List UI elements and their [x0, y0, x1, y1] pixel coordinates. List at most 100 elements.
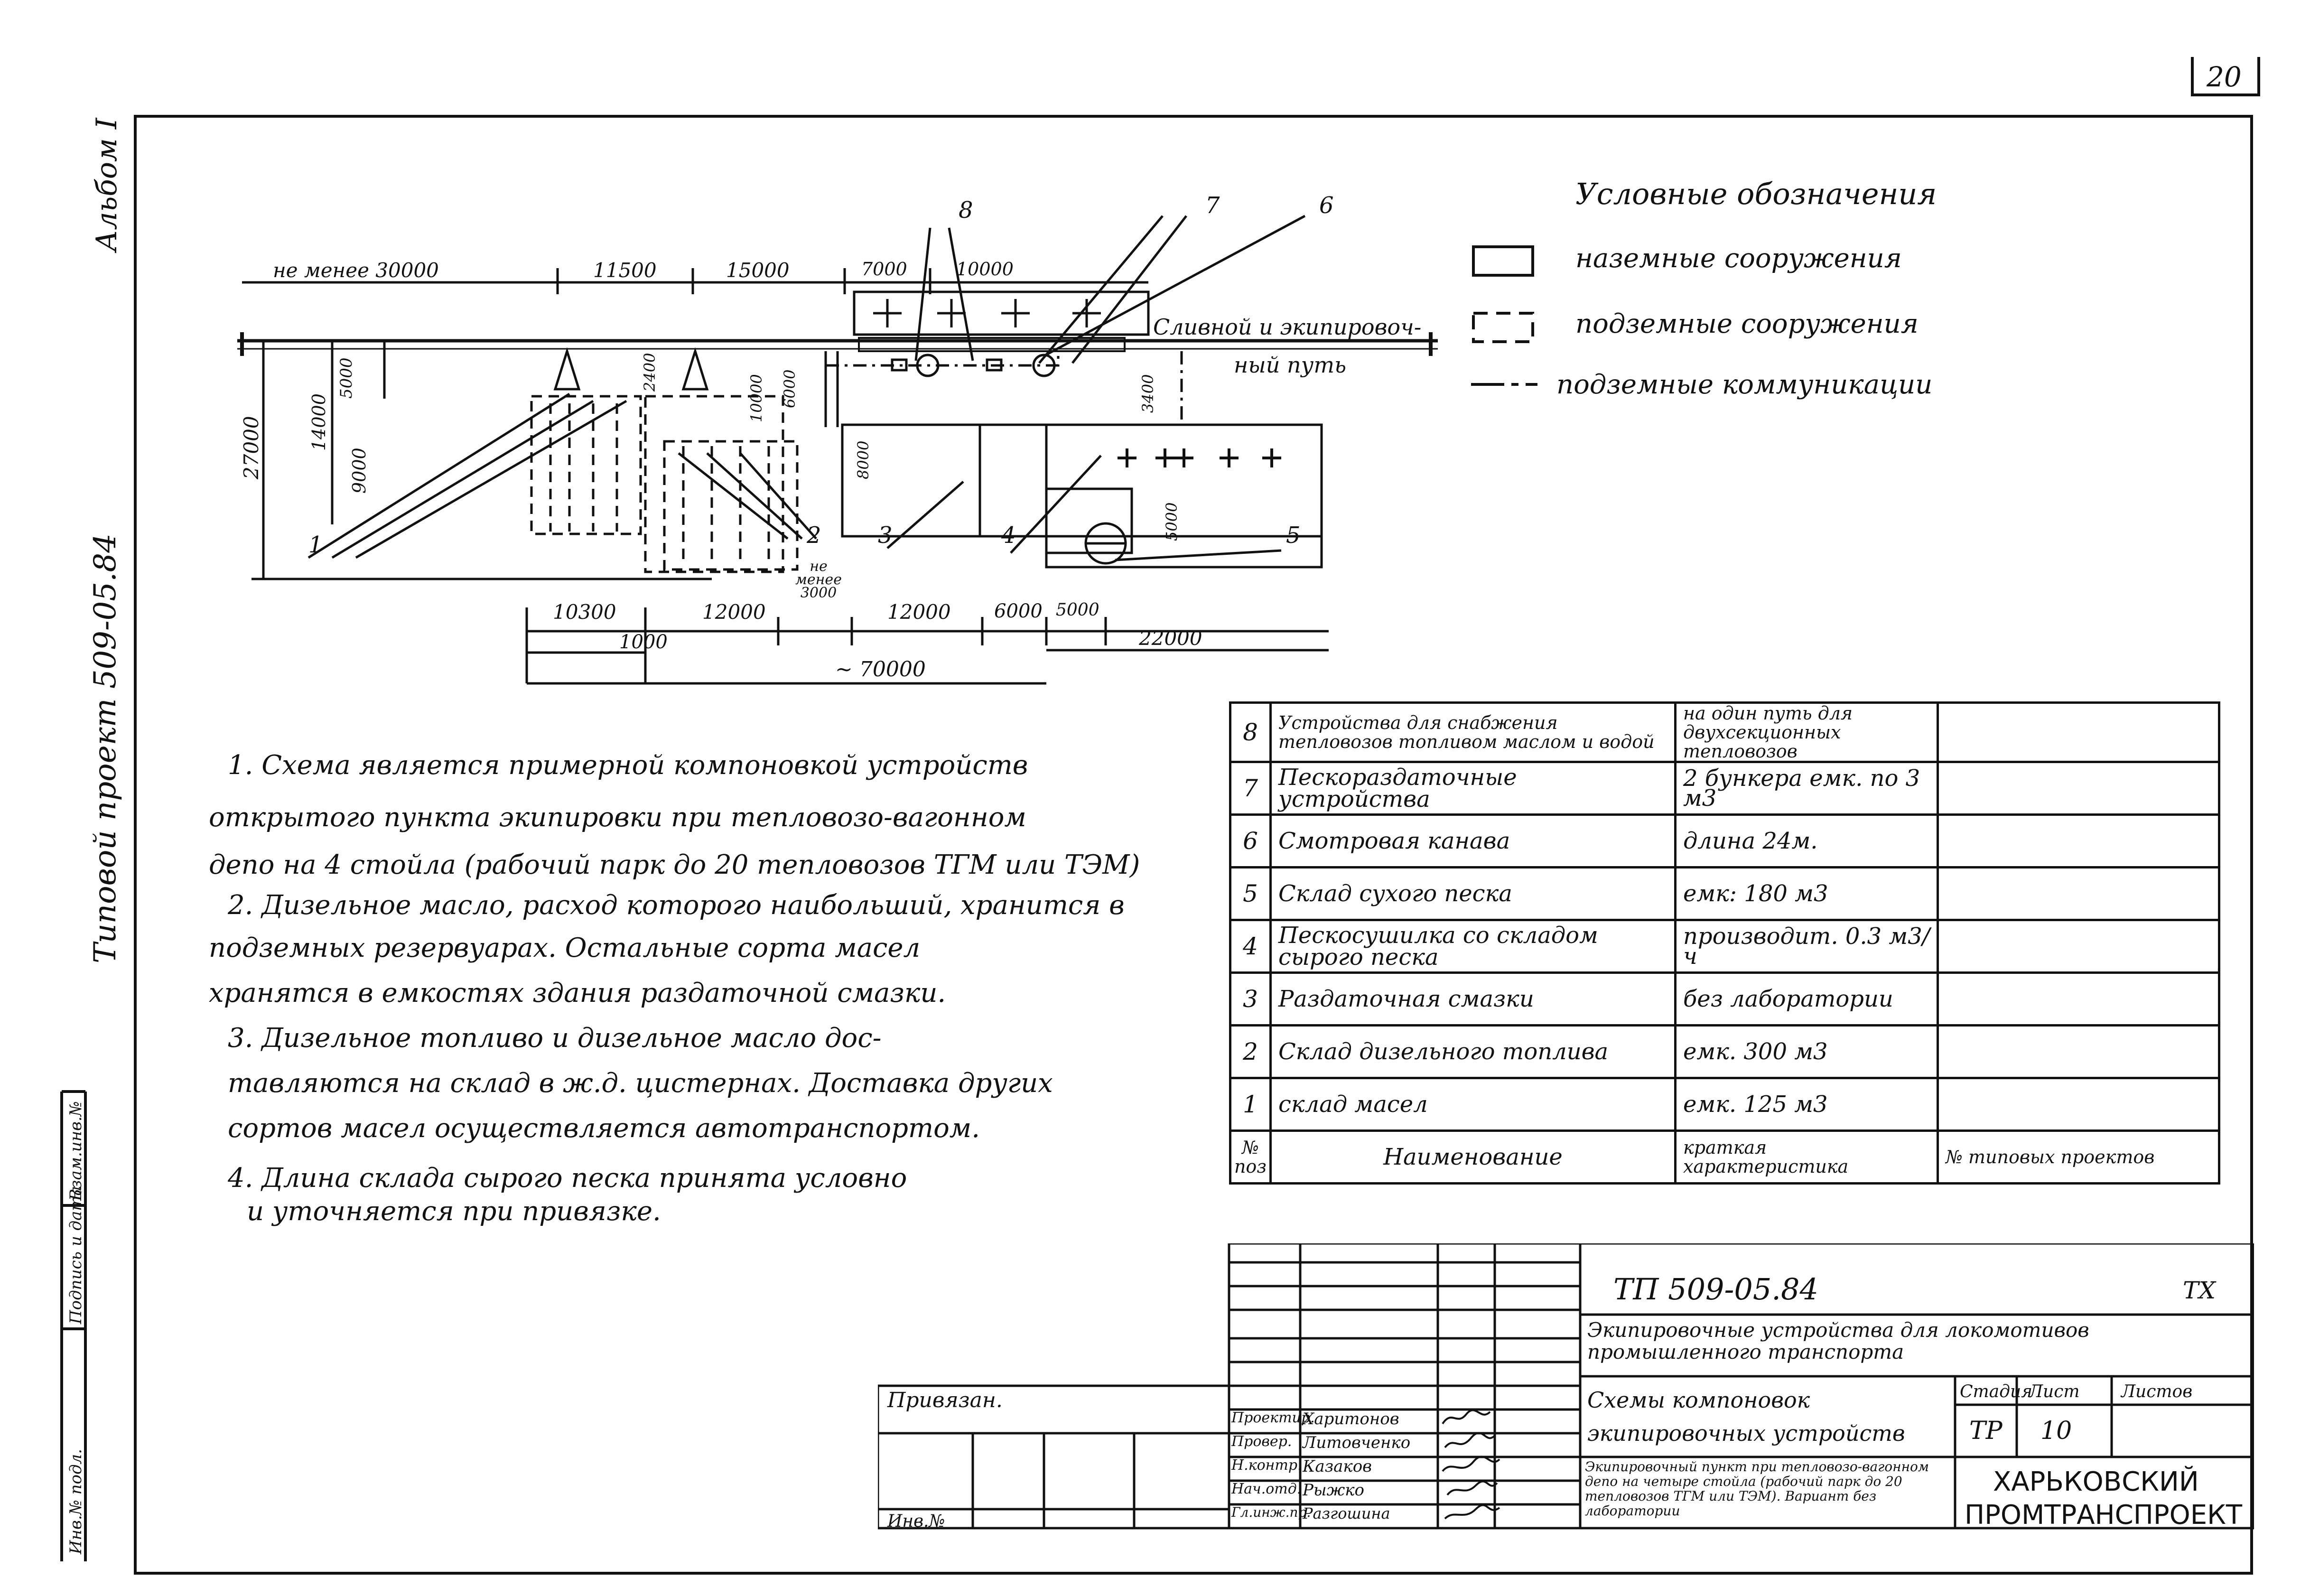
staff-name-5: Разгошина — [1303, 1504, 1390, 1522]
spec-row: 8 Устройства для снабжения тепловозов то… — [1229, 701, 2220, 763]
dim-top-5: 10000 — [956, 259, 1014, 280]
spec-num: 7 — [1229, 761, 1272, 816]
dim-vert-5000: 5000 — [337, 357, 356, 399]
spec-row: 4 Пескосушилка со складом сырого песка п… — [1229, 919, 2220, 974]
spec-name: Смотровая канава — [1269, 813, 1677, 868]
dim-total: ~ 70000 — [835, 657, 926, 681]
track-label-1: Сливной и экипировоч- — [1153, 314, 1422, 340]
spec-header-proj: № типовых проектов — [1937, 1129, 2220, 1185]
note-line-2: открытого пункта экипировки при тепловоз… — [209, 802, 1026, 833]
title-inv: Инв.№ — [887, 1512, 945, 1531]
album-label: Альбом I — [90, 118, 123, 252]
spec-name: Раздаточная смазки — [1269, 971, 1677, 1027]
spec-num: 2 — [1229, 1024, 1272, 1079]
note-line-4: 2. Дизельное масло, расход которого наиб… — [228, 890, 1125, 921]
dim-vert-6000: 6000 — [781, 369, 799, 408]
callout-7: 7 — [1205, 192, 1220, 219]
note-line-7: 3. Дизельное топливо и дизельное масло д… — [228, 1023, 882, 1054]
dim-vert-8000: 8000 — [854, 440, 872, 479]
spec-char: длина 24м. — [1674, 813, 1939, 868]
spec-char: без лаборатории — [1674, 971, 1939, 1027]
spec-name: Пескораздаточные устройства — [1269, 761, 1677, 816]
dim-top-3: 15000 — [726, 259, 790, 282]
callout-6: 6 — [1319, 192, 1334, 219]
spec-num: 5 — [1229, 866, 1272, 921]
specification-table: 8 Устройства для снабжения тепловозов то… — [1229, 701, 2220, 1185]
spec-char: производит. 0.3 м3/ч — [1674, 919, 1939, 974]
dim-vert-9000: 9000 — [349, 448, 370, 494]
spec-char: емк: 180 м3 — [1674, 866, 1939, 921]
dim-bottom-2: 12000 — [702, 600, 766, 624]
dim-vert-27000: 27000 — [240, 416, 263, 479]
dim-bottom-6: 5000 — [1056, 600, 1099, 620]
title-mark: ТХ — [2183, 1277, 2216, 1304]
staff-name-4: Рыжко — [1303, 1481, 1364, 1500]
legend-item-underground: подземные сооружения — [1575, 308, 1919, 339]
spec-proj — [1937, 1077, 2220, 1132]
dim-vert-14000: 14000 — [308, 393, 329, 451]
spec-header-num: № поз — [1229, 1129, 1272, 1185]
callout-3: 3 — [878, 522, 893, 549]
dim-top-4: 7000 — [861, 259, 907, 280]
dim-bottom2-2: 22000 — [1139, 626, 1202, 650]
title-block-frame — [878, 1243, 2254, 1530]
spec-name: Склад сухого песка — [1269, 866, 1677, 921]
spec-name: склад масел — [1269, 1077, 1677, 1132]
legend-title: Условные обозначения — [1575, 177, 1937, 211]
staff-name-1: Харитонов — [1303, 1409, 1399, 1428]
note-line-1: 1. Схема является примерной компоновкой … — [228, 750, 1028, 781]
note-line-8: тавляются на склад в ж.д. цистернах. Дос… — [228, 1068, 1053, 1099]
title-sheet-label: Лист — [2029, 1382, 2080, 1401]
signatures — [1442, 1409, 1500, 1520]
title-sheet-title: Схемы компоновок экипировочных устройств — [1587, 1387, 1905, 1446]
spec-char: на один путь для двухсекционных тепловоз… — [1674, 701, 1939, 763]
spec-char: 2 бункера емк. по 3 м3 — [1674, 761, 1939, 816]
dim-top-2: 11500 — [593, 259, 657, 282]
spec-char: емк. 125 м3 — [1674, 1077, 1939, 1132]
dim-bottom-4: 12000 — [887, 600, 951, 624]
spec-proj — [1937, 1024, 2220, 1079]
title-org-1: ХАРЬКОВСКИЙ — [1993, 1466, 2199, 1497]
title-stage-label: Стадия — [1960, 1382, 2032, 1401]
spec-proj — [1937, 971, 2220, 1027]
title-code: ТП 509-05.84 — [1613, 1272, 1818, 1307]
spec-num: 4 — [1229, 919, 1272, 974]
spec-num: 3 — [1229, 971, 1272, 1027]
staff-name-3: Казаков — [1303, 1457, 1372, 1476]
spec-header-char: краткая характеристика — [1674, 1129, 1939, 1185]
spec-name: Пескосушилка со складом сырого песка — [1269, 919, 1677, 974]
spec-proj — [1937, 919, 2220, 974]
staff-name-2: Литовченко — [1303, 1433, 1411, 1452]
legend-item-communications: подземные коммуникации — [1556, 369, 1933, 400]
callout-8: 8 — [959, 197, 973, 224]
side-field-inv: Инв.№ подл. — [66, 1449, 85, 1554]
spec-num: 6 — [1229, 813, 1272, 868]
spec-row: 3 Раздаточная смазки без лаборатории — [1229, 971, 2220, 1027]
dim-bottom-5: 6000 — [994, 600, 1043, 622]
title-sheet-desc: Экипировочный пункт при тепловозо-вагонн… — [1585, 1459, 1929, 1519]
dim-bottom2-1: 1000 — [619, 631, 668, 653]
note-line-9: сортов масел осуществляется автотранспор… — [228, 1113, 980, 1144]
title-org-2: ПРОМТРАНСПРОЕКТ — [1965, 1500, 2243, 1531]
title-sheet: 10 — [2040, 1417, 2072, 1445]
sheet-frame — [134, 115, 2253, 1575]
dim-vert-5000b: 5000 — [1163, 502, 1181, 541]
side-field-sign: Подпись и дата — [66, 1186, 85, 1324]
spec-proj — [1937, 813, 2220, 868]
note-line-5: подземных резервуарах. Остальные сорта м… — [209, 933, 921, 963]
callout-1: 1 — [308, 532, 323, 558]
side-field-vzam: Взам.инв.№ — [66, 1101, 85, 1201]
spec-name: Склад дизельного топлива — [1269, 1024, 1677, 1079]
spec-row: 6 Смотровая канава длина 24м. — [1229, 813, 2220, 868]
title-sheets-label: Листов — [2121, 1382, 2193, 1401]
note-line-3: депо на 4 стойла (рабочий парк до 20 теп… — [209, 849, 1140, 880]
legend-item-surface: наземные сооружения — [1575, 243, 1902, 274]
spec-header-row: № поз Наименование краткая характеристик… — [1229, 1129, 2220, 1185]
spec-name: Устройства для снабжения тепловозов топл… — [1269, 701, 1677, 763]
project-side-label: Типовой проект 509-05.84 — [88, 533, 123, 963]
spec-row: 5 Склад сухого песка емк: 180 м3 — [1229, 866, 2220, 921]
staff-role-4: Нач.отд. — [1231, 1481, 1302, 1497]
spec-row: 2 Склад дизельного топлива емк. 300 м3 — [1229, 1024, 2220, 1079]
spec-char: емк. 300 м3 — [1674, 1024, 1939, 1079]
